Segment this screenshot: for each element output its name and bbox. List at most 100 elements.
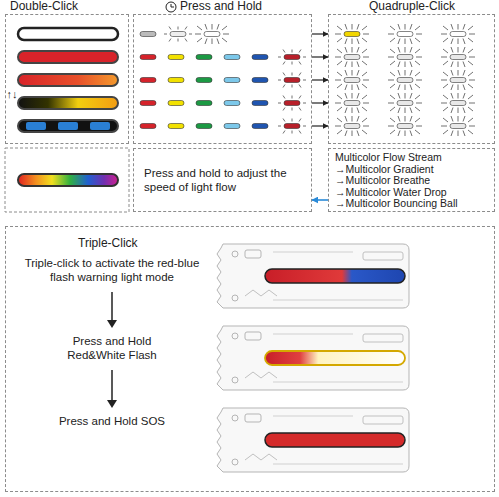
light-segment	[90, 122, 110, 130]
mode-panel: Quadruple-Click	[328, 14, 495, 144]
light-capsule	[344, 101, 360, 106]
light-capsule	[196, 78, 212, 83]
glow-rays	[441, 47, 475, 67]
light-capsule	[224, 101, 240, 106]
light-capsule	[140, 55, 156, 60]
light-capsule	[344, 55, 360, 60]
light-bar	[18, 174, 118, 186]
light-capsule	[284, 101, 300, 106]
light-capsule	[168, 101, 184, 106]
glow-rays	[195, 24, 229, 44]
color-row	[140, 50, 306, 65]
mode-panel: Double-Click	[5, 14, 129, 144]
light-bar	[265, 351, 405, 365]
dashed-panel	[5, 148, 129, 212]
glow-rays	[278, 50, 306, 65]
glow-rays	[335, 47, 369, 67]
light-capsule	[397, 101, 413, 106]
mode-list-box: Multicolor Flow Stream→Multicolor Gradie…	[328, 148, 495, 212]
step-arrow	[111, 292, 113, 322]
glow-rays	[441, 93, 475, 113]
list-item: →Multicolor Bouncing Ball	[335, 198, 488, 210]
flow-arrow	[312, 125, 328, 126]
light-capsule	[344, 32, 360, 37]
arrow-head	[107, 320, 117, 328]
mode-panel: Press and Hold	[133, 14, 312, 144]
glow-rays	[278, 96, 306, 111]
list-item: Multicolor Flow Stream	[335, 152, 488, 164]
arrow-head	[107, 400, 117, 408]
light-bar	[18, 74, 118, 86]
list-item: →Multicolor Water Drop	[335, 187, 488, 199]
note-text: Press and hold to adjust the speed of li…	[134, 166, 311, 194]
glow-rays	[441, 24, 475, 44]
panel-heading: Press and Hold	[180, 0, 262, 13]
light-capsule	[224, 78, 240, 83]
glow-rays	[388, 116, 422, 136]
light-capsule	[284, 124, 300, 129]
light-bar	[18, 120, 118, 132]
light-capsule	[204, 32, 220, 37]
glow-rays	[335, 93, 369, 113]
light-capsule	[168, 124, 184, 129]
note-box: Press and hold to adjust the speed of li…	[133, 148, 312, 212]
light-capsule	[284, 55, 300, 60]
light-capsule	[140, 32, 156, 37]
light-capsule	[344, 78, 360, 83]
light-capsule	[450, 32, 466, 37]
light-capsule	[284, 78, 300, 83]
light-capsule	[224, 55, 240, 60]
light-capsule	[196, 124, 212, 129]
light-capsule	[140, 124, 156, 129]
light-capsule	[196, 101, 212, 106]
light-capsule	[168, 78, 184, 83]
flow-arrow	[312, 79, 328, 80]
panel-heading: Quadruple-Click	[369, 0, 455, 13]
light-capsule	[140, 101, 156, 106]
light-capsule	[252, 55, 268, 60]
light-bar	[18, 97, 118, 109]
light-capsule	[170, 32, 186, 37]
device-outline	[217, 244, 409, 308]
light-capsule	[252, 101, 268, 106]
light-capsule	[450, 55, 466, 60]
flow-arrow	[312, 102, 328, 103]
light-capsule	[450, 101, 466, 106]
glow-rays	[441, 70, 475, 90]
light-bar	[18, 51, 118, 63]
glow-rays	[335, 70, 369, 90]
step-text: Press and Hold Red&White Flash	[52, 334, 172, 362]
step-arrow	[111, 370, 113, 402]
flow-arrow	[312, 33, 328, 34]
panel-heading: Triple-Click	[78, 237, 138, 250]
light-capsule	[252, 78, 268, 83]
panel-heading: Double-Click	[10, 0, 78, 13]
glow-rays	[278, 73, 306, 88]
list-item: →Multicolor Breathe	[335, 175, 488, 187]
step-text: Press and Hold SOS	[52, 414, 172, 428]
light-capsule	[196, 55, 212, 60]
light-bar	[265, 433, 405, 447]
device-illustration	[217, 408, 409, 472]
clock-hands	[171, 4, 174, 7]
glow-rays	[388, 93, 422, 113]
light-capsule	[397, 55, 413, 60]
glow-rays	[278, 119, 306, 134]
light-capsule	[168, 55, 184, 60]
light-bar	[18, 28, 118, 40]
list-item: →Multicolor Gradient	[335, 164, 488, 176]
glow-rays	[388, 24, 422, 44]
light-capsule	[397, 32, 413, 37]
light-segment	[58, 122, 78, 130]
device-illustration	[217, 326, 409, 390]
glow-rays	[388, 70, 422, 90]
step-text: Triple-click to activate the red-blue fl…	[16, 256, 208, 284]
glow-rays	[335, 24, 369, 44]
glow-rays	[335, 116, 369, 136]
light-capsule	[450, 78, 466, 83]
glow-rays	[164, 27, 192, 42]
device-outline	[217, 326, 409, 390]
flow-arrow	[312, 199, 328, 201]
device-outline	[217, 408, 409, 472]
